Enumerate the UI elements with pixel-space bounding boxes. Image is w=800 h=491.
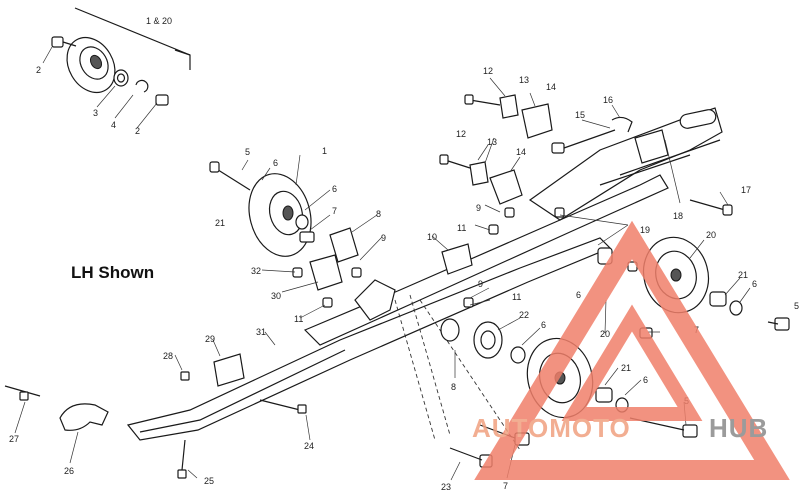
callout-13: 13 (487, 137, 497, 147)
callout-21: 21 (738, 270, 748, 280)
callout-labels: 1 & 20 2 3 4 2 12 13 14 15 16 12 13 14 5… (9, 16, 799, 491)
callout-6: 6 (576, 290, 581, 300)
watermark-text-left: AUTOMOTO (472, 413, 631, 443)
callout-21: 21 (215, 218, 225, 228)
callout-2: 2 (36, 65, 41, 75)
callout-25: 25 (204, 476, 214, 486)
callout-8: 8 (376, 209, 381, 219)
callout-11: 11 (294, 314, 303, 324)
callout-22: 22 (519, 310, 529, 320)
callout-9: 9 (476, 203, 481, 213)
callout-31: 31 (256, 327, 266, 337)
callout-1-and-20: 1 & 20 (146, 16, 172, 26)
callout-29: 29 (205, 334, 215, 344)
callout-1: 1 (322, 146, 327, 156)
callout-6: 6 (332, 184, 337, 194)
lh-shown-caption: LH Shown (71, 263, 154, 282)
callout-17: 17 (741, 185, 751, 195)
watermark-text-right: HUB (709, 413, 768, 443)
callout-15: 15 (575, 110, 585, 120)
callout-7: 7 (503, 481, 508, 491)
callout-21: 21 (621, 363, 631, 373)
callout-12: 12 (456, 129, 466, 139)
callout-9: 9 (478, 279, 483, 289)
callout-20: 20 (600, 329, 610, 339)
callout-10: 10 (427, 232, 437, 242)
callout-6: 6 (273, 158, 278, 168)
callout-30: 30 (271, 291, 281, 301)
callout-27: 27 (9, 434, 19, 444)
callout-28: 28 (163, 351, 173, 361)
callout-13: 13 (519, 75, 529, 85)
watermark-triangle-inner (561, 304, 703, 421)
wheel-assembly-exploded (42, 7, 191, 129)
watermark-logo: AUTOMOTO HUB (472, 220, 790, 480)
callout-19: 19 (640, 225, 650, 235)
callout-5: 5 (794, 301, 799, 311)
callout-18: 18 (673, 211, 683, 221)
callout-2: 2 (135, 126, 140, 136)
callout-23: 23 (441, 482, 451, 491)
callout-16: 16 (603, 95, 613, 105)
callout-8: 8 (451, 382, 456, 392)
callout-6: 6 (752, 279, 757, 289)
callout-6: 6 (643, 375, 648, 385)
callout-7: 7 (332, 206, 337, 216)
callout-32: 32 (251, 266, 261, 276)
callout-6: 6 (541, 320, 546, 330)
callout-3: 3 (93, 108, 98, 118)
callout-9: 9 (381, 233, 386, 243)
callout-5: 5 (245, 147, 250, 157)
callout-11: 11 (512, 292, 521, 302)
callout-11: 11 (457, 223, 466, 233)
callout-26: 26 (64, 466, 74, 476)
callout-20: 20 (706, 230, 716, 240)
watermark-triangle-outer (474, 220, 790, 480)
callout-12: 12 (483, 66, 493, 76)
callout-14: 14 (546, 82, 556, 92)
callout-24: 24 (304, 441, 314, 451)
callout-14: 14 (516, 147, 526, 157)
callout-4: 4 (111, 120, 116, 130)
